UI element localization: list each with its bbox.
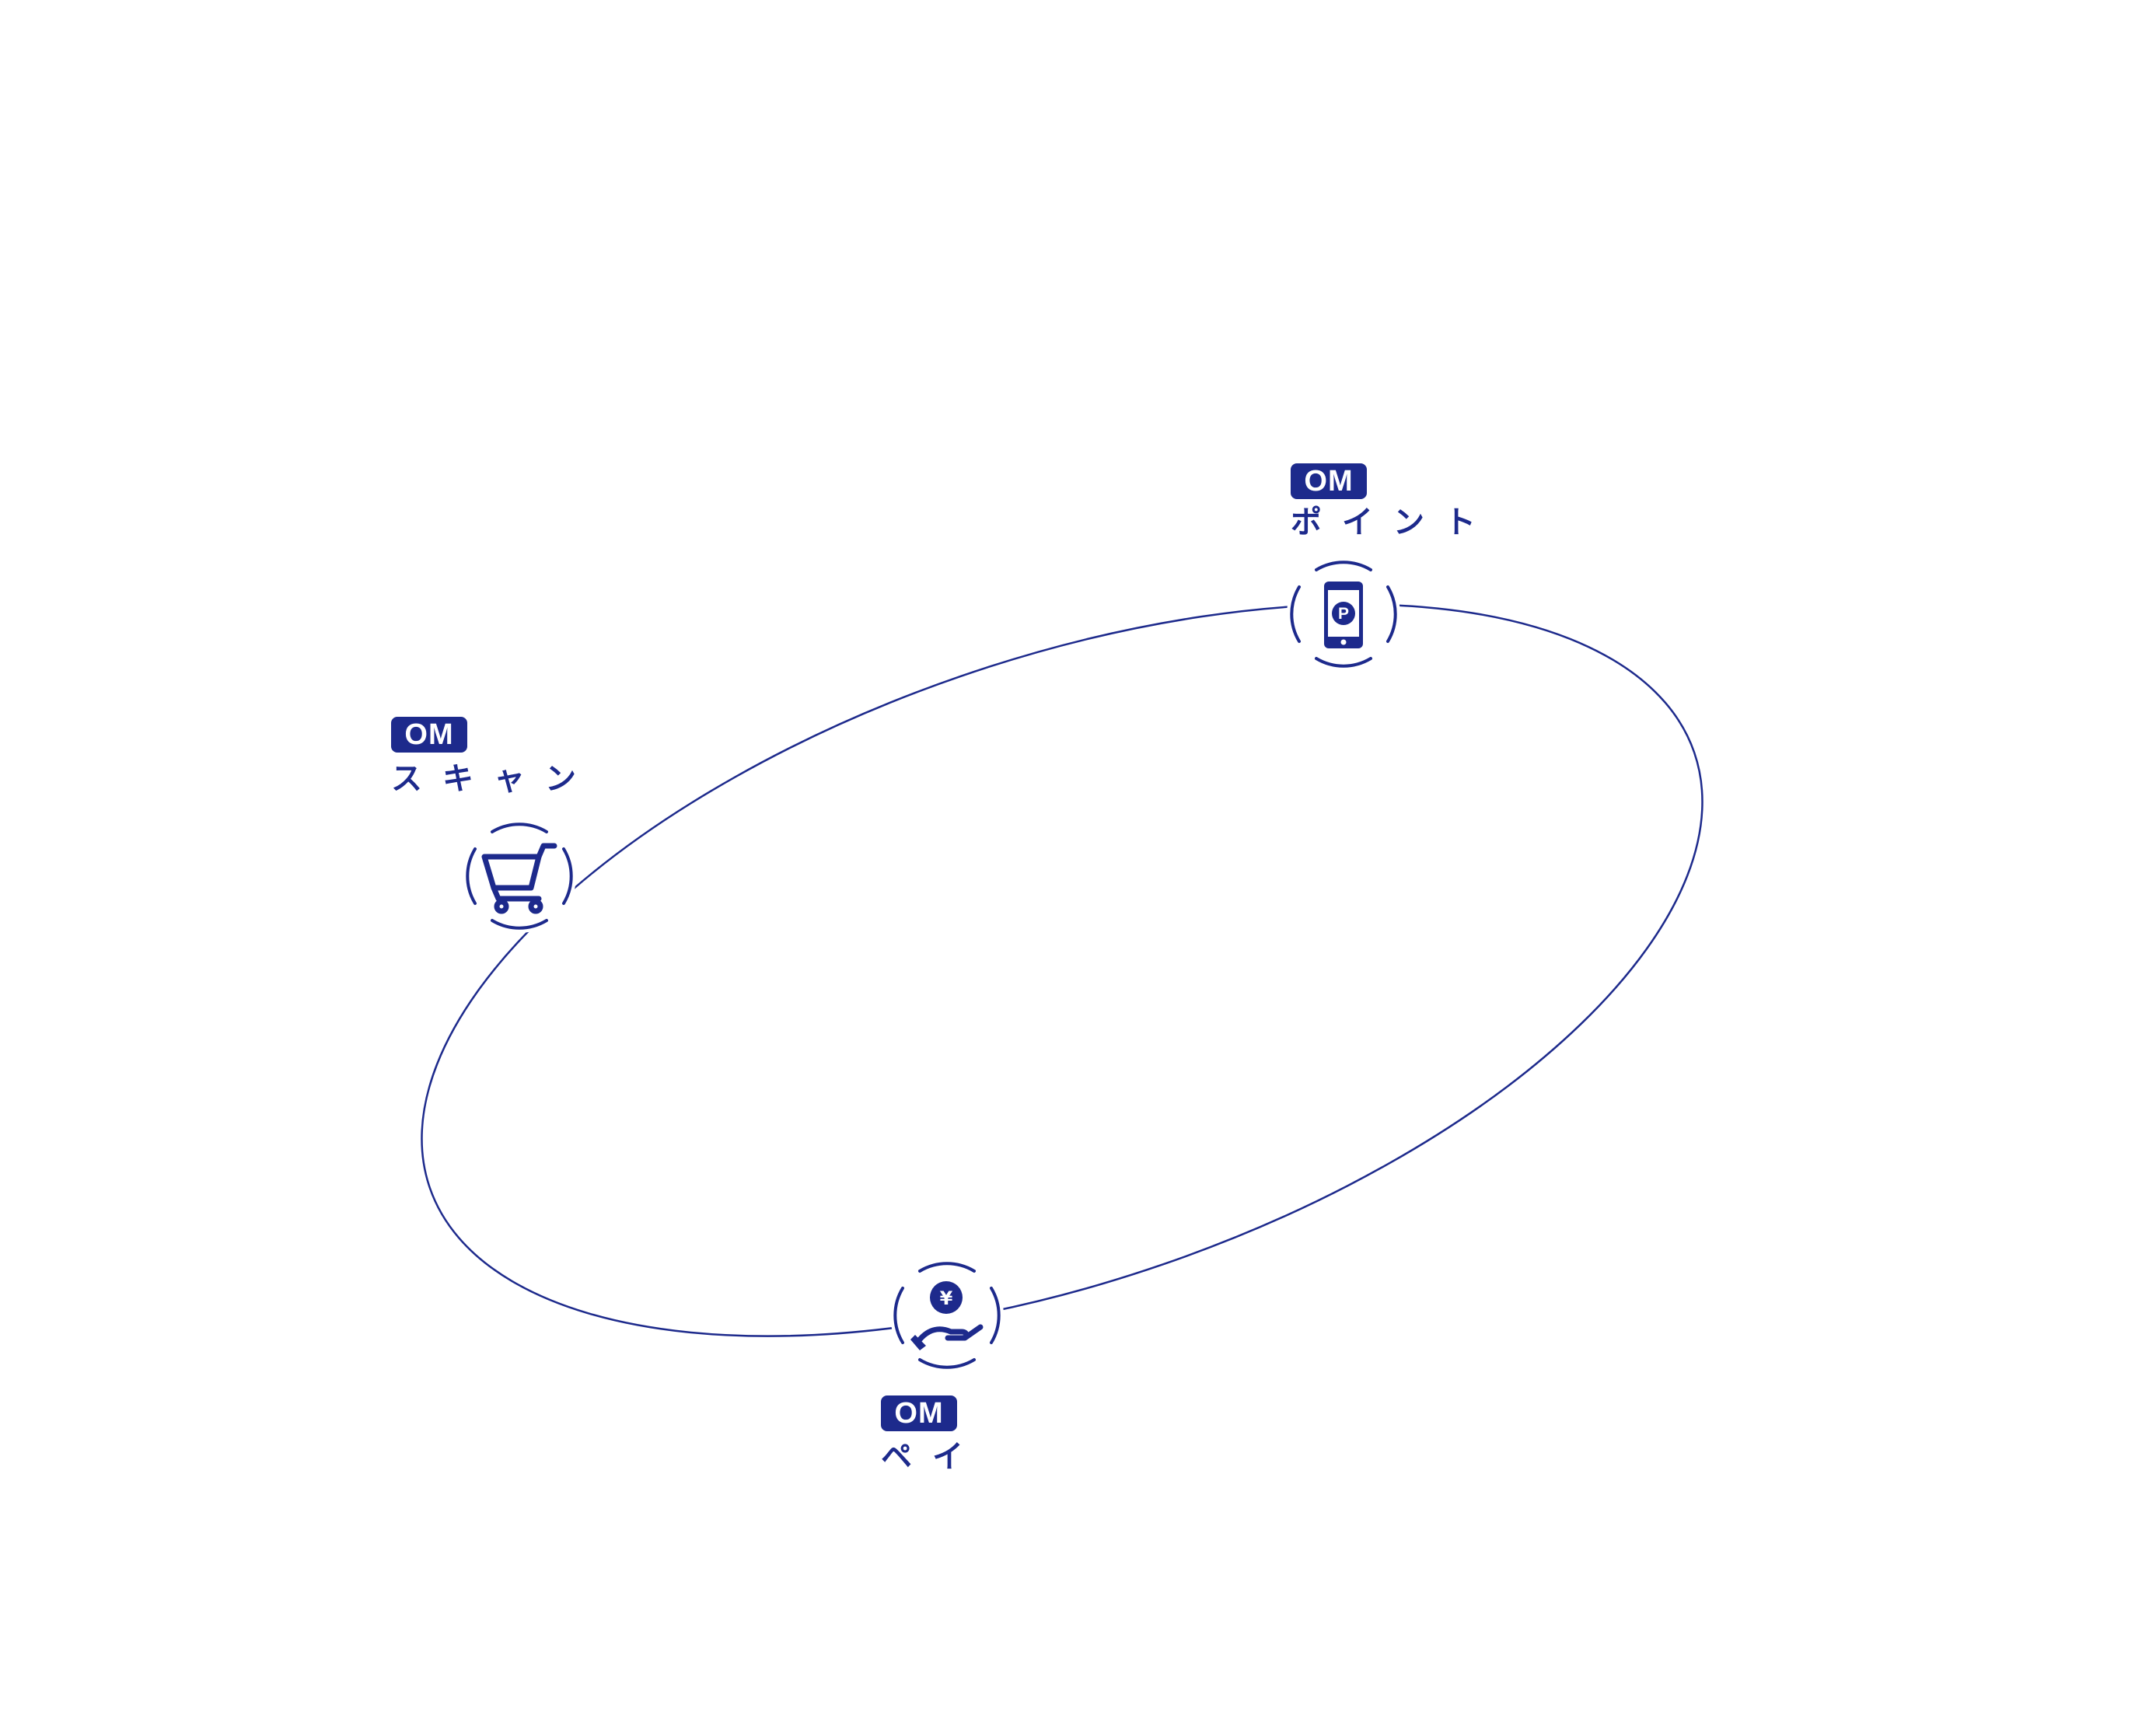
point-om-badge: OM: [1291, 463, 1367, 499]
pay-label: ペイ: [881, 1439, 984, 1475]
smartphone-point-icon: P: [1324, 582, 1363, 648]
pay-om-badge: OM: [881, 1395, 957, 1431]
shopping-cart-icon: [481, 843, 557, 914]
scan-label: スキャン: [391, 761, 596, 797]
svg-text:¥: ¥: [940, 1287, 953, 1309]
svg-text:P: P: [1338, 605, 1349, 623]
point-label: ポイント: [1291, 505, 1496, 540]
scan-om-badge: OM: [391, 717, 467, 753]
scan-node[interactable]: [461, 818, 578, 934]
pay-node[interactable]: ¥: [889, 1257, 1005, 1374]
point-node[interactable]: P: [1285, 556, 1402, 672]
hand-yen-coin-icon: ¥: [910, 1281, 984, 1350]
